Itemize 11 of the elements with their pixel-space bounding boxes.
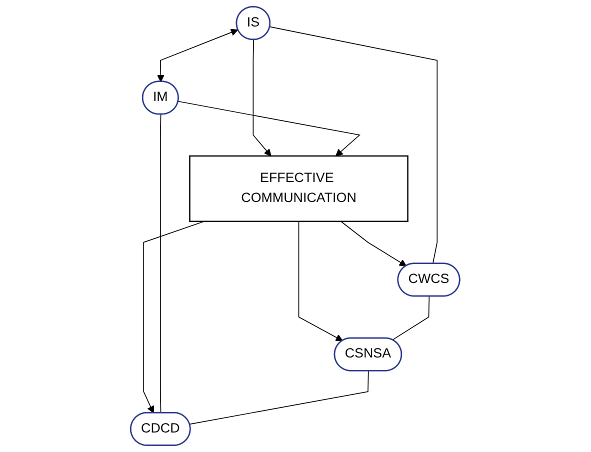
node-box: EFFECTIVE COMMUNICATION (189, 155, 409, 222)
connector (190, 370, 370, 425)
arrow (253, 39, 272, 156)
arrow (340, 220, 407, 266)
arrow (144, 220, 206, 414)
arrow (178, 100, 361, 156)
connector (160, 114, 162, 414)
arrow (157, 28, 238, 82)
connector (392, 296, 430, 340)
connector (270, 26, 438, 264)
arrow (298, 220, 344, 342)
